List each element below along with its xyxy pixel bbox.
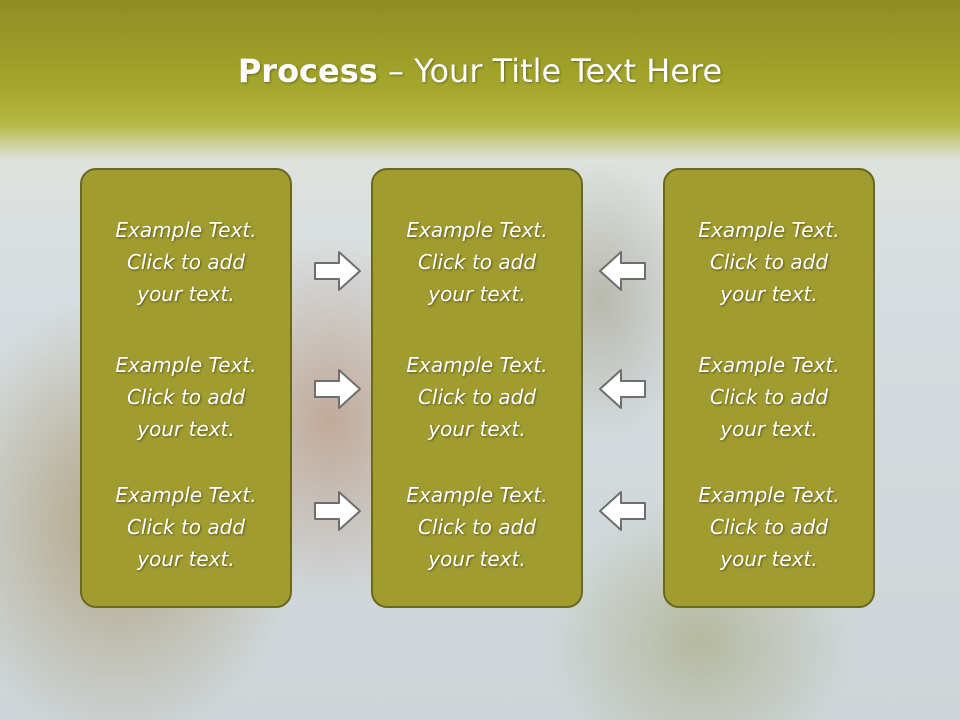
panel-1-text-3[interactable]: Example Text. Click to add your text. (82, 479, 290, 575)
text-line: Example Text. (115, 218, 257, 242)
text-line: Click to add (417, 385, 537, 409)
text-line: your text. (720, 282, 818, 306)
text-line: Example Text. (406, 483, 548, 507)
panel-1-text-1[interactable]: Example Text. Click to add your text. (82, 214, 290, 310)
title-rest: Your Title Text Here (414, 52, 723, 90)
left-arrow-icon (599, 369, 646, 409)
text-line: your text. (137, 547, 235, 571)
panel-2-text-3[interactable]: Example Text. Click to add your text. (373, 479, 581, 575)
text-line: Example Text. (698, 218, 840, 242)
panel-3-text-2[interactable]: Example Text. Click to add your text. (665, 349, 873, 445)
left-arrow-icon (599, 491, 646, 531)
text-line: your text. (720, 417, 818, 441)
text-line: your text. (137, 282, 235, 306)
text-line: Example Text. (406, 353, 548, 377)
left-arrow-icon (599, 251, 646, 291)
process-panel-2[interactable]: Example Text. Click to add your text. Ex… (371, 168, 583, 608)
text-line: Click to add (709, 515, 829, 539)
text-line: Example Text. (406, 218, 548, 242)
slide-title[interactable]: Process – Your Title Text Here (0, 52, 960, 90)
text-line: your text. (428, 547, 526, 571)
right-arrow-icon (314, 251, 361, 291)
panel-3-text-3[interactable]: Example Text. Click to add your text. (665, 479, 873, 575)
text-line: Click to add (126, 385, 246, 409)
title-dash: – (377, 52, 415, 90)
process-panel-3[interactable]: Example Text. Click to add your text. Ex… (663, 168, 875, 608)
text-line: Click to add (417, 515, 537, 539)
text-line: your text. (137, 417, 235, 441)
text-line: Click to add (126, 515, 246, 539)
process-panel-1[interactable]: Example Text. Click to add your text. Ex… (80, 168, 292, 608)
text-line: Example Text. (698, 483, 840, 507)
text-line: Click to add (709, 250, 829, 274)
text-line: Example Text. (115, 353, 257, 377)
text-line: your text. (428, 282, 526, 306)
panel-2-text-2[interactable]: Example Text. Click to add your text. (373, 349, 581, 445)
title-bold: Process (237, 52, 378, 90)
text-line: Example Text. (698, 353, 840, 377)
right-arrow-icon (314, 491, 361, 531)
text-line: your text. (428, 417, 526, 441)
panel-3-text-1[interactable]: Example Text. Click to add your text. (665, 214, 873, 310)
right-arrow-icon (314, 369, 361, 409)
text-line: Click to add (126, 250, 246, 274)
text-line: Click to add (709, 385, 829, 409)
title-bar (0, 0, 960, 160)
text-line: your text. (720, 547, 818, 571)
text-line: Click to add (417, 250, 537, 274)
text-line: Example Text. (115, 483, 257, 507)
panel-1-text-2[interactable]: Example Text. Click to add your text. (82, 349, 290, 445)
panel-2-text-1[interactable]: Example Text. Click to add your text. (373, 214, 581, 310)
